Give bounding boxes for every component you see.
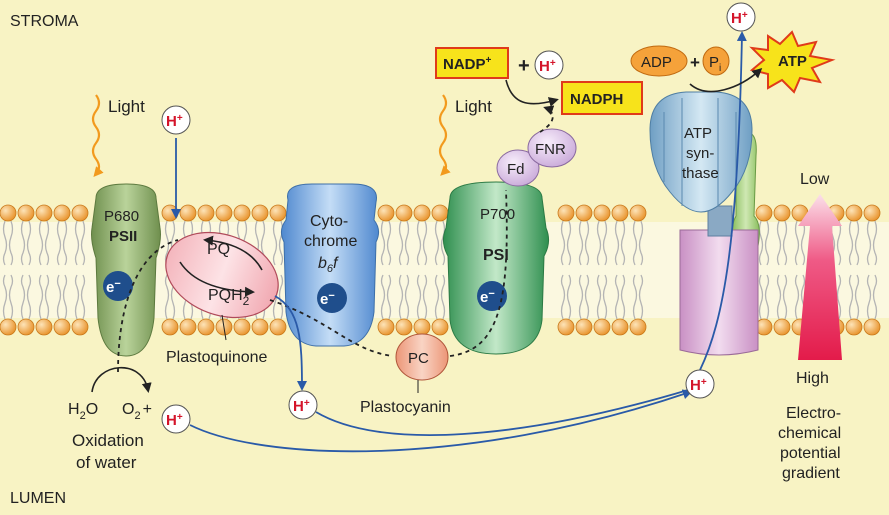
atp-synthase-line1: ATP	[684, 125, 712, 142]
gradient-caption-1: Electro-	[786, 405, 841, 422]
psii-name: P680	[104, 208, 139, 225]
plastocyanin: PC Plastocyanin	[360, 333, 451, 416]
nadp-plus: +	[518, 55, 530, 77]
fd-label: Fd	[507, 161, 525, 178]
psii-complex: P680 PSII	[91, 183, 161, 357]
plastoquinone: PQ PQH2 Plastoquinone	[165, 231, 279, 366]
proton-nadp-icon: H+	[534, 50, 564, 80]
cytochrome-line3: b6f	[318, 255, 339, 275]
electrochemical-gradient: Low High Electro- chemical potential gra…	[778, 171, 842, 482]
pc-label: PC	[408, 350, 429, 367]
psii-label: PSII	[109, 228, 137, 245]
svg-text:e−: e−	[106, 278, 121, 296]
psi-complex: P700 PSI	[442, 181, 550, 355]
pqh2-label: PQH2	[208, 287, 250, 308]
atp-synthase-line3: thase	[682, 165, 719, 182]
atp-product: ATP	[778, 53, 807, 70]
nadp-reaction: NADP+ + NADPH	[435, 47, 643, 115]
proton-arrow-pq-to-lumen	[274, 295, 307, 391]
light-label-psi: Light	[455, 97, 492, 116]
light-label-psii: Light	[108, 97, 145, 116]
light-arrow-psi-icon	[438, 94, 451, 176]
o2-label: O2+	[122, 401, 152, 422]
gradient-caption-3: potential	[780, 445, 841, 462]
psi-name: P700	[480, 206, 515, 223]
cytochrome-line2: chrome	[304, 233, 357, 250]
psi-label: PSI	[483, 247, 509, 264]
pq-label: PQ	[207, 241, 230, 258]
proton-lumen-atp-icon: H+	[685, 369, 715, 399]
electron-psi-icon: e−	[477, 281, 507, 311]
water-oxidation: H2O O2+ Oxidation of water	[68, 366, 152, 472]
proton-flow-pq	[315, 389, 689, 436]
oxidation-caption-2: of water	[76, 453, 137, 472]
proton-lumen-water-icon: H+	[161, 404, 191, 434]
atp-reaction: ADP + Pi ATP	[630, 30, 836, 94]
svg-text:H+: H+	[690, 377, 707, 394]
fnr-label: FNR	[535, 141, 566, 158]
gradient-caption-4: gradient	[782, 465, 840, 482]
atp-synthase: ATP syn- thase	[649, 91, 760, 356]
oxidation-caption-1: Oxidation	[72, 431, 144, 450]
atp-synthase-line2: syn-	[686, 145, 714, 162]
svg-text:e−: e−	[480, 288, 495, 306]
plastoquinone-caption: Plastoquinone	[166, 349, 268, 366]
ferredoxin: Fd	[496, 149, 540, 187]
svg-text:H+: H+	[731, 10, 748, 27]
gradient-caption-2: chemical	[778, 425, 841, 442]
adp-label: ADP	[641, 54, 672, 71]
pi-label: Pi	[709, 54, 721, 74]
svg-text:e−: e−	[320, 290, 335, 308]
lumen-label: LUMEN	[10, 490, 66, 507]
svg-text:H+: H+	[293, 398, 310, 415]
light-arrow-psii-icon	[91, 94, 104, 178]
fnr: FNR	[527, 128, 577, 168]
svg-text:H+: H+	[539, 58, 556, 75]
gradient-high: High	[796, 370, 829, 387]
cytochrome-line1: Cyto-	[310, 213, 348, 230]
electron-path	[117, 108, 553, 373]
proton-lumen-pq-icon: H+	[288, 390, 318, 420]
h2o-label: H2O	[68, 401, 98, 422]
proton-flow-water	[189, 389, 693, 453]
atp-plus: +	[690, 53, 700, 72]
gradient-low: Low	[800, 171, 830, 188]
plastocyanin-caption: Plastocyanin	[360, 399, 451, 416]
nadph-product: NADPH	[570, 91, 623, 108]
proton-stroma-atp-icon: H+	[726, 2, 756, 32]
svg-text:H+: H+	[166, 412, 183, 429]
electron-cytochrome-icon: e−	[317, 283, 347, 313]
proton-through-atp-synthase	[699, 31, 747, 371]
cytochrome-complex: Cyto- chrome b6f	[280, 183, 380, 347]
stroma-label: STROMA	[10, 13, 79, 30]
electron-psii-icon: e−	[103, 271, 133, 301]
nadp-reactant: NADP+	[443, 55, 492, 73]
svg-text:H+: H+	[166, 113, 183, 130]
proton-stroma-psii-icon: H+	[161, 105, 191, 135]
